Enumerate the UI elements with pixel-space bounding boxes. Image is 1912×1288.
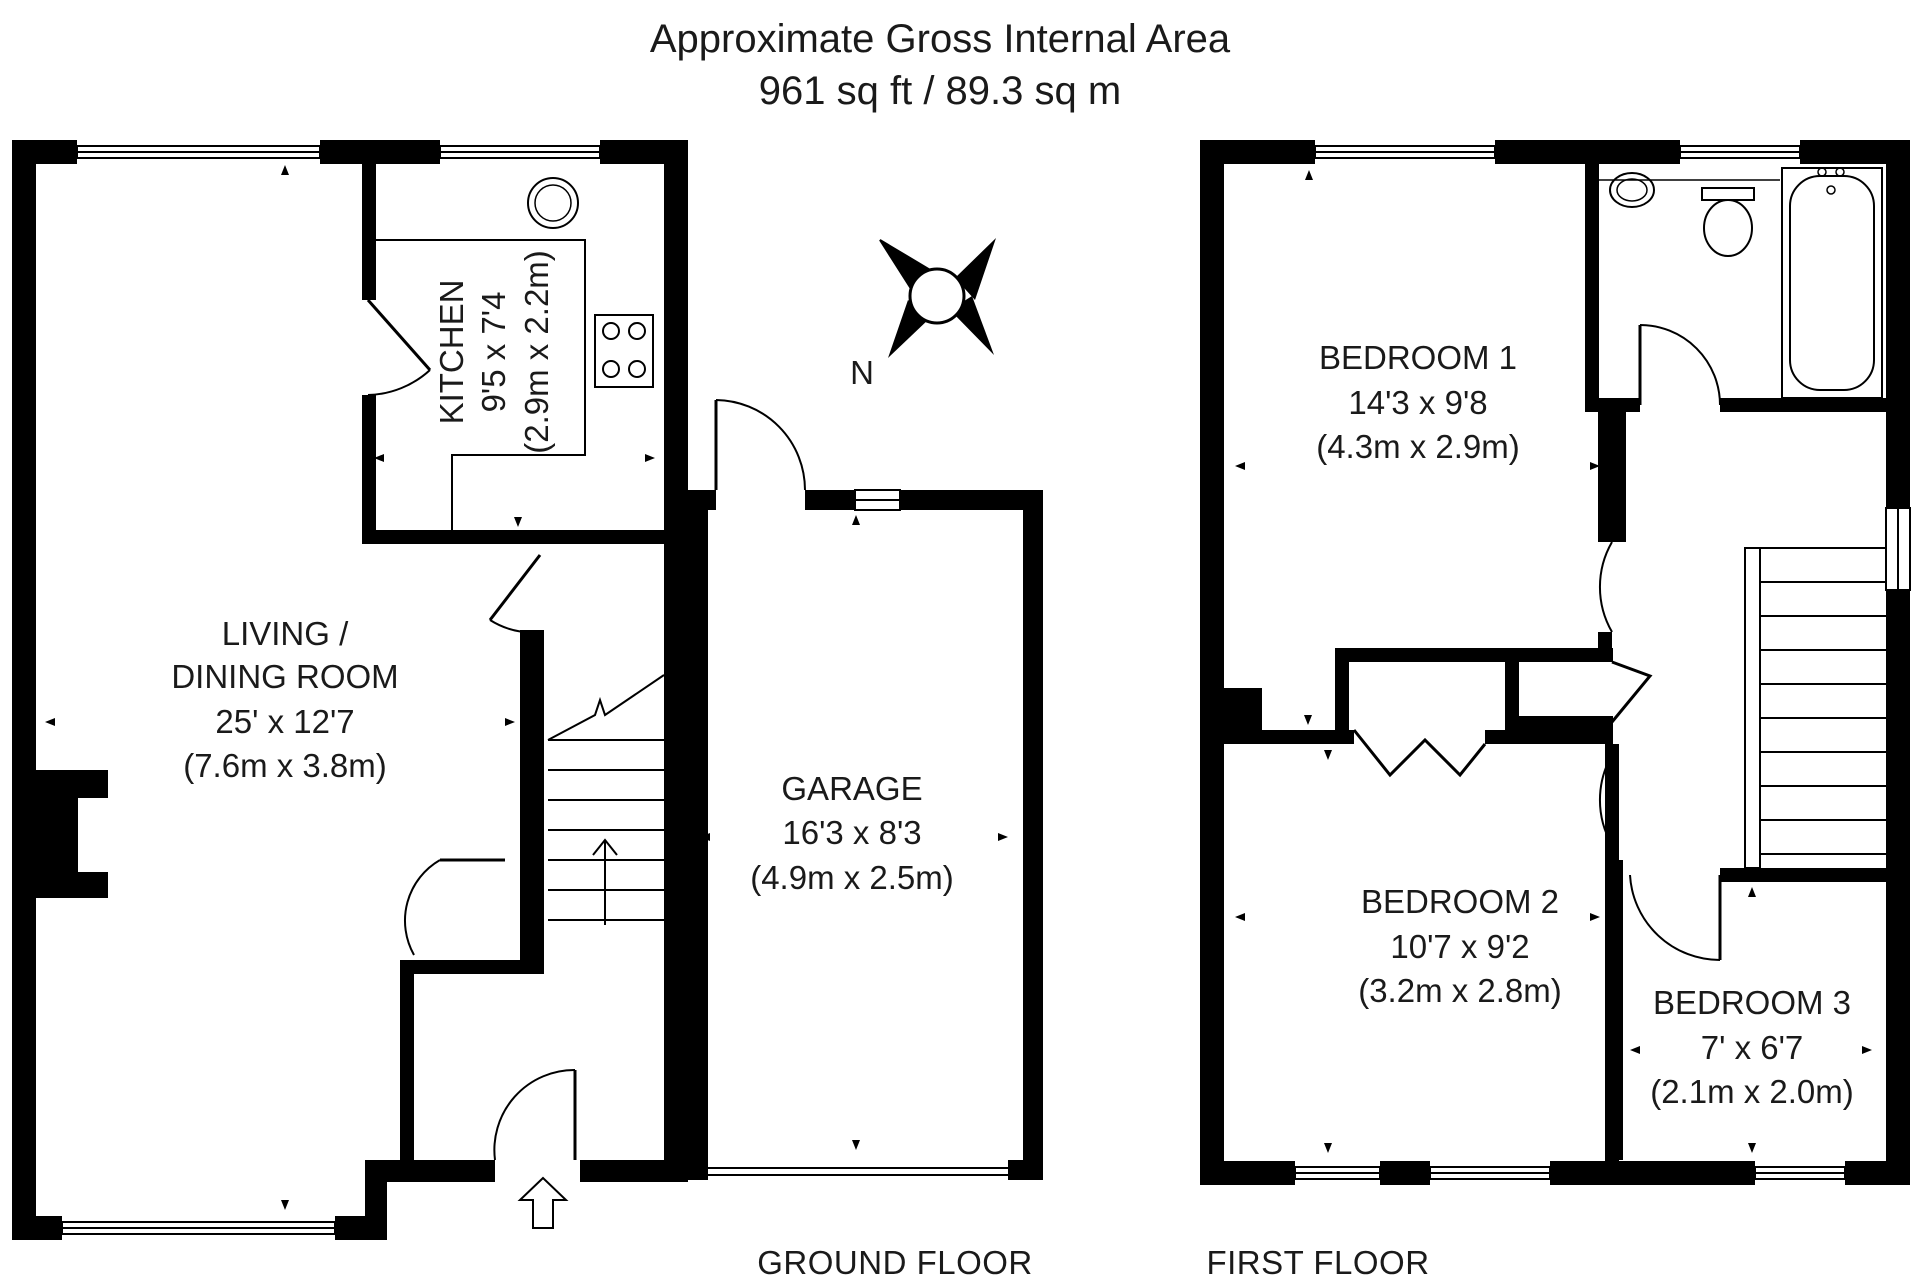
wall (1605, 860, 1623, 1160)
room-dimensions: 7' x 6'7 (1701, 1029, 1804, 1066)
wall (1720, 868, 1910, 882)
wall (1335, 648, 1613, 662)
ground-floor-label: GROUND FLOOR (757, 1244, 1033, 1281)
room-label-kitchen: KITCHEN 9'5 x 7'4 (2.9m x 2.2m) (433, 250, 555, 454)
wall (362, 395, 376, 543)
hob-icon (594, 314, 654, 388)
dimension-markers (45, 165, 1008, 1210)
wall (1598, 412, 1612, 542)
door (1598, 754, 1613, 846)
room-dimensions: (7.6m x 3.8m) (183, 747, 387, 784)
wall (1585, 160, 1599, 412)
wall (1550, 1161, 1755, 1185)
room-label-living: LIVING / DINING ROOM 25' x 12'7 (7.6m x … (171, 615, 398, 784)
wall (1720, 398, 1910, 412)
wall (1335, 648, 1349, 730)
cupboard-door (1610, 660, 1653, 723)
room-dimensions: 25' x 12'7 (215, 703, 354, 740)
toilet-icon (1701, 187, 1755, 201)
wall (520, 630, 544, 960)
first-floor-plan: BEDROOM 1 14'3 x 9'8 (4.3m x 2.9m) BEDRO… (1200, 140, 1911, 1185)
wall (1023, 490, 1043, 1180)
wall (1200, 140, 1224, 1185)
wall (805, 490, 1043, 510)
staircase (547, 674, 665, 925)
ground-floor-plan: LIVING / DINING ROOM 25' x 12'7 (7.6m x … (12, 140, 1043, 1240)
room-dimensions: (4.3m x 2.9m) (1316, 428, 1520, 465)
room-name: LIVING / (222, 615, 349, 652)
cupboard-door (1352, 729, 1487, 778)
door (366, 299, 432, 371)
room-dimensions: 14'3 x 9'8 (1348, 384, 1487, 421)
wall (664, 140, 688, 1180)
room-dimensions: (2.9m x 2.2m) (518, 250, 555, 454)
room-dimensions: 9'5 x 7'4 (475, 292, 512, 413)
wall (1200, 140, 1315, 164)
compass-icon: N (850, 238, 996, 391)
room-label-garage: GARAGE 16'3 x 8'3 (4.9m x 2.5m) (750, 770, 954, 896)
wall (1845, 1161, 1910, 1185)
room-label-bedroom1: BEDROOM 1 14'3 x 9'8 (4.3m x 2.9m) (1316, 339, 1520, 465)
wall (1886, 140, 1910, 1185)
wall (12, 1216, 62, 1240)
dimension-markers (1235, 170, 1872, 1153)
room-name: GARAGE (781, 770, 922, 807)
room-dimensions: 16'3 x 8'3 (782, 814, 921, 851)
wall (400, 960, 544, 974)
room-dimensions: (4.9m x 2.5m) (750, 859, 954, 896)
compass-north-label: N (850, 354, 874, 391)
basin-icon (1609, 172, 1655, 208)
wall (688, 490, 708, 1180)
bath-icon (1781, 167, 1883, 399)
wall (688, 1160, 708, 1180)
wall (362, 160, 376, 300)
wall (1612, 412, 1626, 542)
room-label-bedroom2: BEDROOM 2 10'7 x 9'2 (3.2m x 2.8m) (1358, 883, 1562, 1009)
wall (320, 140, 440, 164)
wall (1224, 688, 1262, 744)
wall (400, 960, 414, 1160)
wall (1505, 648, 1519, 730)
door (488, 554, 542, 621)
room-dimensions: (3.2m x 2.8m) (1358, 972, 1562, 1009)
wall (520, 942, 544, 960)
entrance-arrow-icon (517, 1176, 569, 1229)
wall (1585, 398, 1640, 412)
room-label-bedroom3: BEDROOM 3 7' x 6'7 (2.1m x 2.0m) (1650, 984, 1854, 1110)
area-value: 961 sq ft / 89.3 sq m (759, 69, 1121, 113)
wall (365, 1160, 495, 1182)
room-name: BEDROOM 2 (1361, 883, 1559, 920)
door (1598, 541, 1613, 633)
room-name: BEDROOM 1 (1319, 339, 1517, 376)
room-dimensions: 10'7 x 9'2 (1390, 928, 1529, 965)
area-title: Approximate Gross Internal Area (650, 17, 1231, 61)
wall (362, 530, 664, 544)
sink-icon (527, 177, 579, 229)
room-name: BEDROOM 3 (1653, 984, 1851, 1021)
first-floor-label: FIRST FLOOR (1206, 1244, 1429, 1281)
wall (12, 140, 36, 1240)
wall (1380, 1161, 1430, 1185)
wall (1200, 1161, 1295, 1185)
room-name: DINING ROOM (171, 658, 398, 695)
wall (580, 1160, 688, 1182)
kitchen-counter (376, 239, 586, 530)
wall (1008, 1160, 1043, 1180)
room-dimensions: (2.1m x 2.0m) (1650, 1073, 1854, 1110)
wall (1505, 716, 1613, 730)
wall (12, 140, 77, 164)
staircase (1744, 547, 1886, 869)
room-name: KITCHEN (433, 280, 470, 425)
chimney-breast (36, 872, 108, 898)
wall (1485, 730, 1613, 744)
